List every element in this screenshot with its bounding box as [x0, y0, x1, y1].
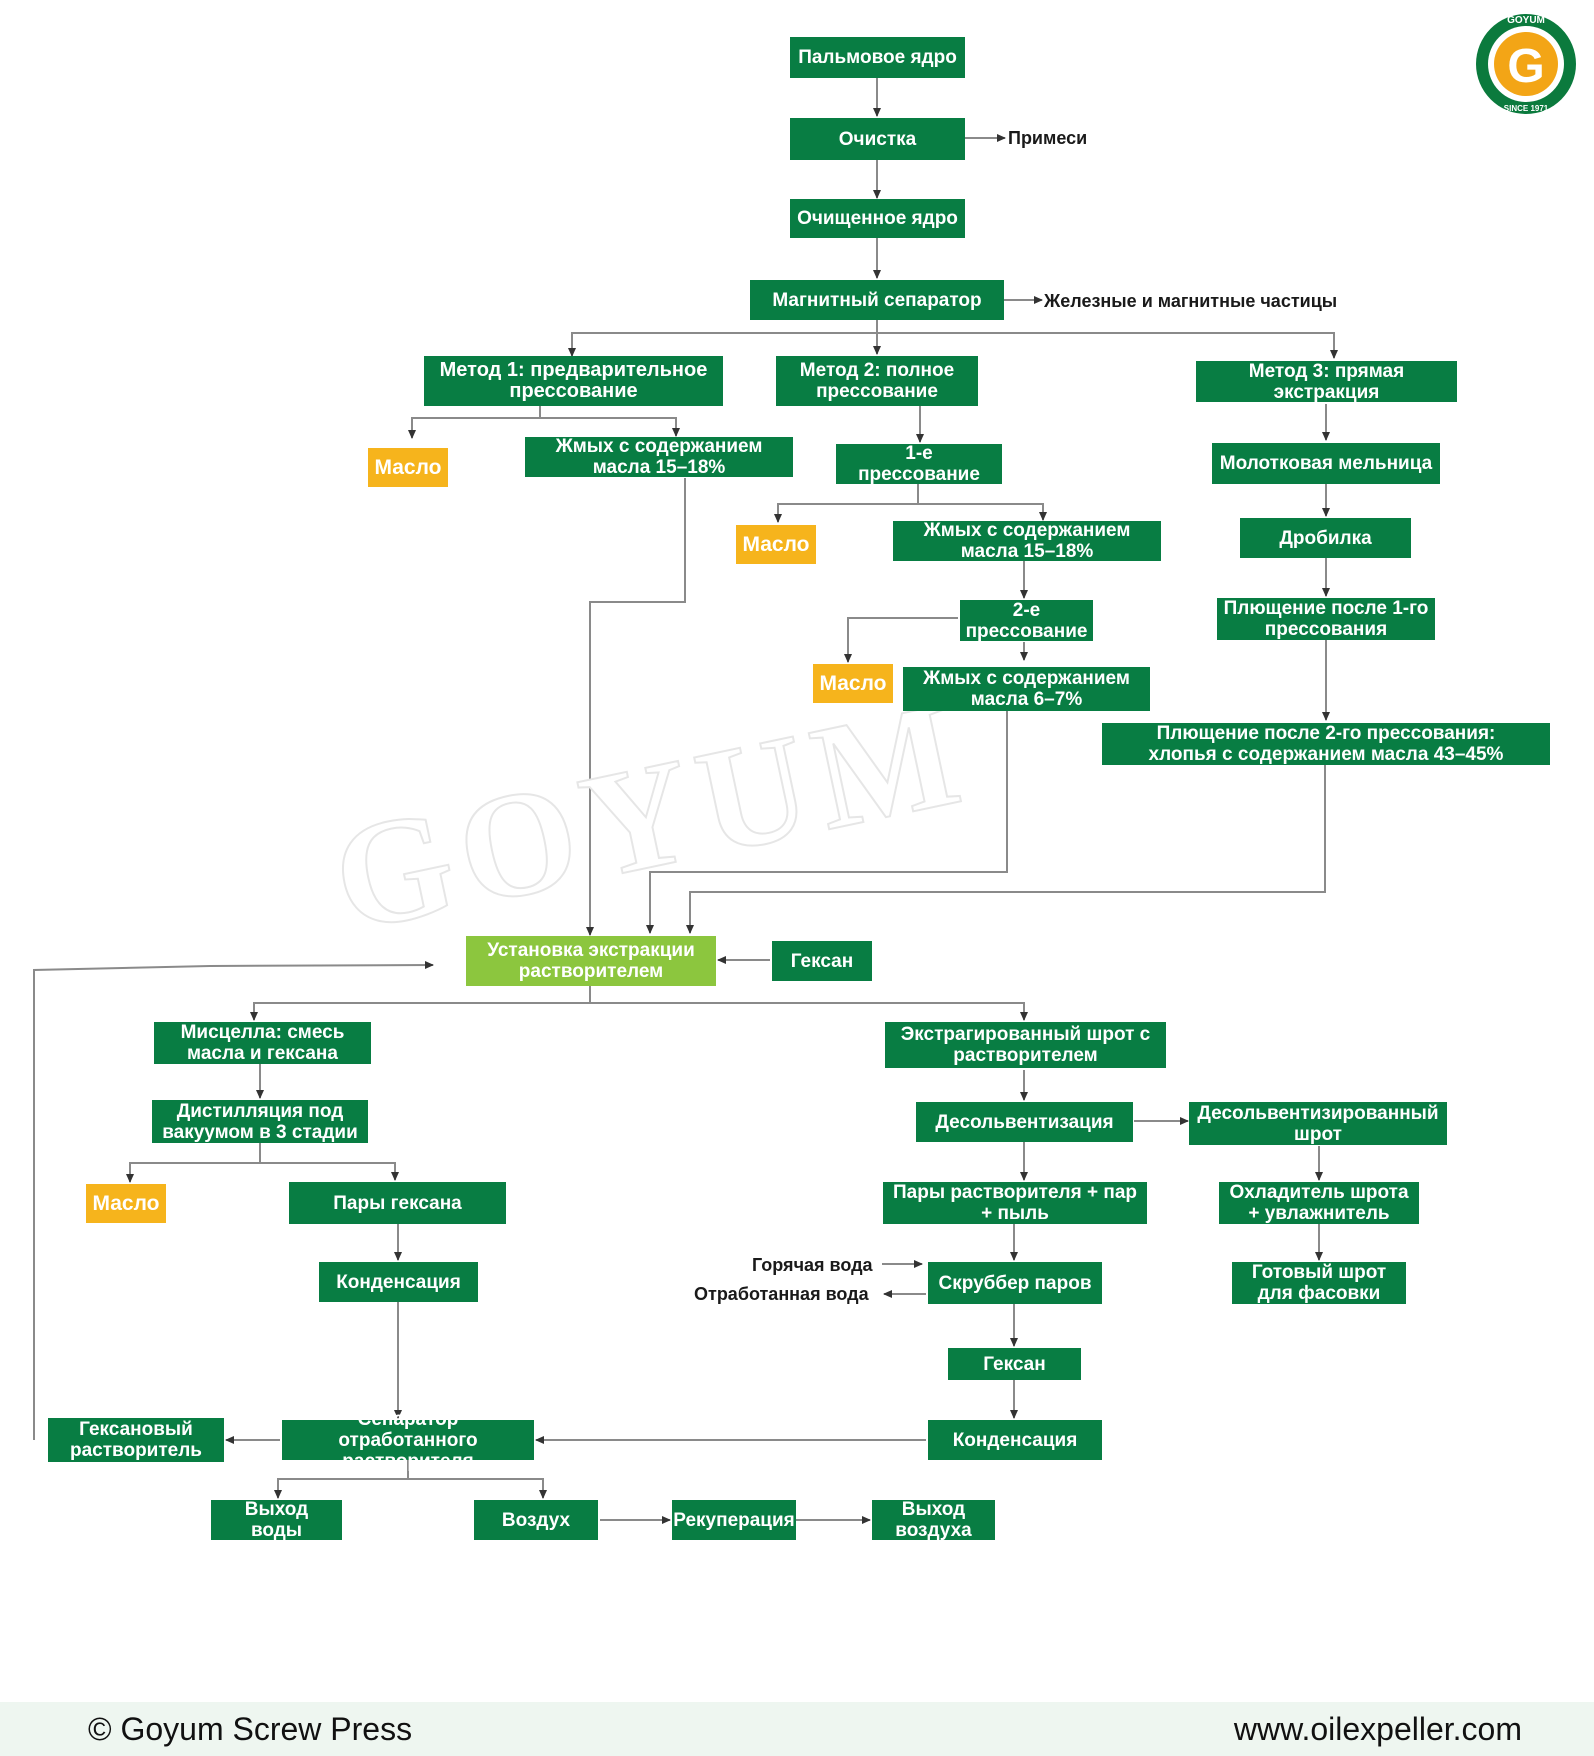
node-cleaned-kernel: Очищенное ядро	[790, 199, 965, 238]
node-crusher: Дробилка	[1240, 518, 1411, 558]
node-desolv-meal: Десольвентизированный шрот	[1189, 1102, 1447, 1145]
label-hot-water: Горячая вода	[752, 1255, 873, 1275]
arrow-method1-split	[408, 406, 541, 439]
node-miscella: Мисцелла: смесь масла и гексана	[154, 1022, 371, 1064]
footer-bar: © Goyum Screw Press www.oilexpeller.com	[0, 1702, 1594, 1756]
node-method3: Метод 3: прямая экстракция	[1196, 361, 1457, 403]
node-cooler: Охладитель шрота + увлажнитель	[1219, 1182, 1419, 1224]
logo-letter: G	[1507, 40, 1544, 93]
node-method2: Метод 2: полное прессование	[776, 356, 978, 406]
node-air-out: Выход воздуха	[872, 1499, 995, 1541]
node-oil-m1: Масло	[368, 448, 448, 487]
footer-copyright: © Goyum Screw Press	[88, 1710, 413, 1747]
flowchart-connectors	[33, 78, 1338, 1524]
arrow-separator-split	[274, 1460, 409, 1499]
node-hexane-in: Гексан	[772, 941, 872, 981]
node-separator: Сепаратор отработанного растворителя	[282, 1409, 534, 1472]
node-hexane2: Гексан	[948, 1348, 1081, 1380]
node-cleaning: Очистка	[790, 118, 965, 160]
node-meal-solvent: Экстрагированный шрот с растворителем	[885, 1022, 1166, 1068]
footer-website-link[interactable]: www.oilexpeller.com	[1233, 1710, 1522, 1747]
node-condense1: Конденсация	[319, 1262, 478, 1302]
goyum-logo-icon: G GOYUM SINCE 1971	[1476, 14, 1576, 114]
node-magnet: Магнитный сепаратор	[750, 280, 1004, 320]
arrow-cake1-extraction	[586, 478, 686, 936]
arrow-press1-split	[774, 484, 919, 523]
label-impurities: Примеси	[1008, 128, 1088, 148]
node-press1: 1-е прессование	[836, 443, 1002, 485]
node-oil-m2a: Масло	[736, 525, 816, 564]
node-distill: Дистилляция под вакуумом в 3 стадии	[152, 1100, 368, 1143]
node-hex-solvent: Гексановый растворитель	[48, 1418, 224, 1462]
node-oil-m2b: Масло	[813, 664, 893, 703]
logo-top-text: GOYUM	[1507, 15, 1545, 26]
node-cake-m1: Жмых с содержанием масла 15–18%	[525, 436, 793, 478]
node-hammer-mill: Молотковая мельница	[1212, 443, 1440, 484]
node-flaking2: Плющение после 2-го прессования: хлопья …	[1102, 723, 1550, 765]
arrow-magnet-methods	[571, 320, 878, 354]
node-final-meal: Готовый шрот для фасовки	[1232, 1262, 1406, 1304]
node-extraction: Установка экстракции растворителем	[466, 936, 716, 986]
node-desolv: Десольвентизация	[916, 1102, 1133, 1142]
arrow-cake2b-extraction	[646, 711, 1008, 934]
node-cake-m2b: Жмых с содержанием масла 6–7%	[903, 667, 1150, 711]
node-water-out: Выход воды	[211, 1499, 342, 1541]
node-condense2: Конденсация	[928, 1420, 1102, 1460]
label-iron-particles: Железные и магнитные частицы	[1044, 291, 1338, 311]
node-method1: Метод 1: предварительное прессование	[424, 356, 723, 406]
node-air: Воздух	[474, 1500, 598, 1540]
node-recovery: Рекуперация	[672, 1500, 796, 1540]
arrow-press2-oil	[844, 617, 958, 663]
node-flaking1: Плющение после 1-го прессования	[1217, 598, 1435, 640]
label-waste-water: Отработанная вода	[694, 1284, 869, 1304]
node-kernel: Пальмовое ядро	[790, 37, 965, 78]
node-cake-m2a: Жмых с содержанием масла 15–18%	[893, 520, 1161, 562]
arrow-hexsolvent-extraction	[33, 961, 434, 1440]
node-vapors: Пары растворителя + пар + пыль	[883, 1182, 1147, 1224]
node-oil-final: Масло	[86, 1184, 166, 1223]
arrow-distill-split	[126, 1143, 261, 1183]
node-press2: 2-е прессование	[960, 600, 1093, 642]
node-hex-vapor: Пары гексана	[289, 1182, 506, 1224]
arrow-flaking2-extraction	[686, 765, 1326, 934]
node-scrubber: Скруббер паров	[928, 1262, 1102, 1304]
logo-bottom-text: SINCE 1971	[1504, 104, 1549, 113]
arrow-extraction-split	[250, 986, 591, 1021]
